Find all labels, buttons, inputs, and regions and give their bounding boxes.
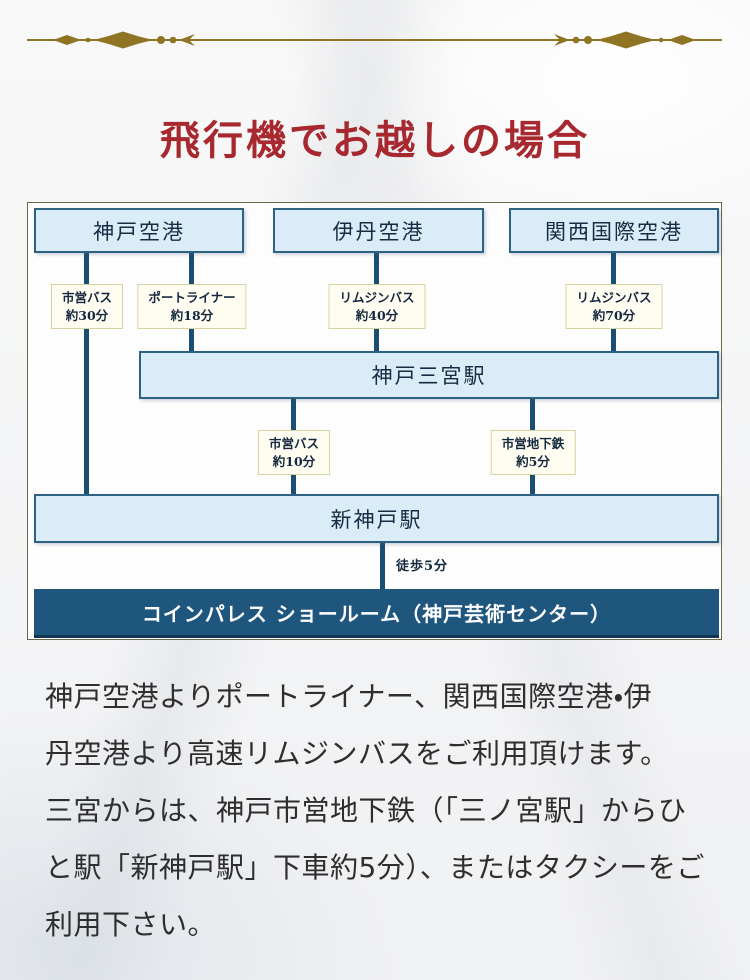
transport-name: リムジンバス bbox=[339, 290, 415, 305]
transport-name: 市営地下鉄 bbox=[501, 436, 565, 451]
destination-box-showroom: コインパレス ショールーム（神戸芸術センター） bbox=[34, 589, 719, 638]
transport-name: リムジンバス bbox=[576, 290, 652, 305]
access-description: 神戸空港よりポートライナー、関西国際空港・伊 丹空港より高速リムジンバスをご利用… bbox=[45, 668, 725, 953]
station-box-sannomiya: 神戸三宮駅 bbox=[139, 351, 719, 399]
station-box-kobe-airport: 神戸空港 bbox=[34, 208, 244, 253]
walk-duration-label: 徒歩5分 bbox=[396, 559, 449, 574]
page-title: 飛行機でお越しの場合 bbox=[160, 117, 590, 164]
route-line-walk bbox=[380, 543, 385, 589]
station-label: 新神戸駅 bbox=[330, 507, 423, 532]
station-label: 神戸三宮駅 bbox=[371, 364, 487, 388]
access-diagram: 神戸空港 伊丹空港 関西国際空港 市営バス 約30分 ポートライナー 約18分 … bbox=[27, 202, 722, 640]
ornamental-divider-icon bbox=[27, 31, 722, 49]
station-box-itami-airport: 伊丹空港 bbox=[273, 208, 484, 253]
transport-label-limousine-70: リムジンバス 約70分 bbox=[565, 284, 663, 329]
transport-label-subway-5: 市営地下鉄 約5分 bbox=[490, 430, 576, 475]
transport-label-city-bus-30: 市営バス 約30分 bbox=[50, 284, 124, 329]
transport-duration: 約5分 bbox=[516, 453, 550, 469]
description-line: 丹空港より高速リムジンバスをご利用頂けます。 bbox=[45, 737, 669, 770]
station-label: 神戸空港 bbox=[93, 219, 185, 244]
description-line: 神戸空港よりポートライナー、関西国際空港・伊 bbox=[45, 680, 653, 713]
description-line: と駅「新神戸駅」下車約5分）、またはタクシーをご bbox=[45, 851, 705, 884]
transport-duration: 約30分 bbox=[65, 307, 109, 323]
transport-duration: 約18分 bbox=[170, 307, 214, 323]
transport-label-city-bus-10: 市営バス 約10分 bbox=[257, 430, 331, 475]
route-line-kobe-bus bbox=[84, 253, 89, 494]
station-box-shinkobe: 新神戸駅 bbox=[34, 494, 719, 543]
station-box-kansai-airport: 関西国際空港 bbox=[509, 208, 719, 253]
description-line: 利用下さい。 bbox=[45, 908, 217, 941]
destination-label: コインパレス ショールーム（神戸芸術センター） bbox=[141, 601, 612, 626]
transport-duration: 約40分 bbox=[355, 307, 399, 323]
station-label: 関西国際空港 bbox=[545, 219, 683, 244]
transport-duration: 約70分 bbox=[592, 307, 636, 323]
transport-label-limousine-40: リムジンバス 約40分 bbox=[328, 284, 426, 329]
transport-name: 市営バス bbox=[268, 436, 320, 451]
description-line: 三宮からは、神戸市営地下鉄（「三ノ宮駅」からひ bbox=[45, 794, 687, 827]
station-label: 伊丹空港 bbox=[332, 219, 425, 244]
transport-duration: 約10分 bbox=[272, 453, 316, 469]
transport-label-portliner-18: ポートライナー 約18分 bbox=[137, 284, 247, 329]
transport-name: 市営バス bbox=[61, 290, 113, 305]
transport-name: ポートライナー bbox=[148, 290, 236, 305]
